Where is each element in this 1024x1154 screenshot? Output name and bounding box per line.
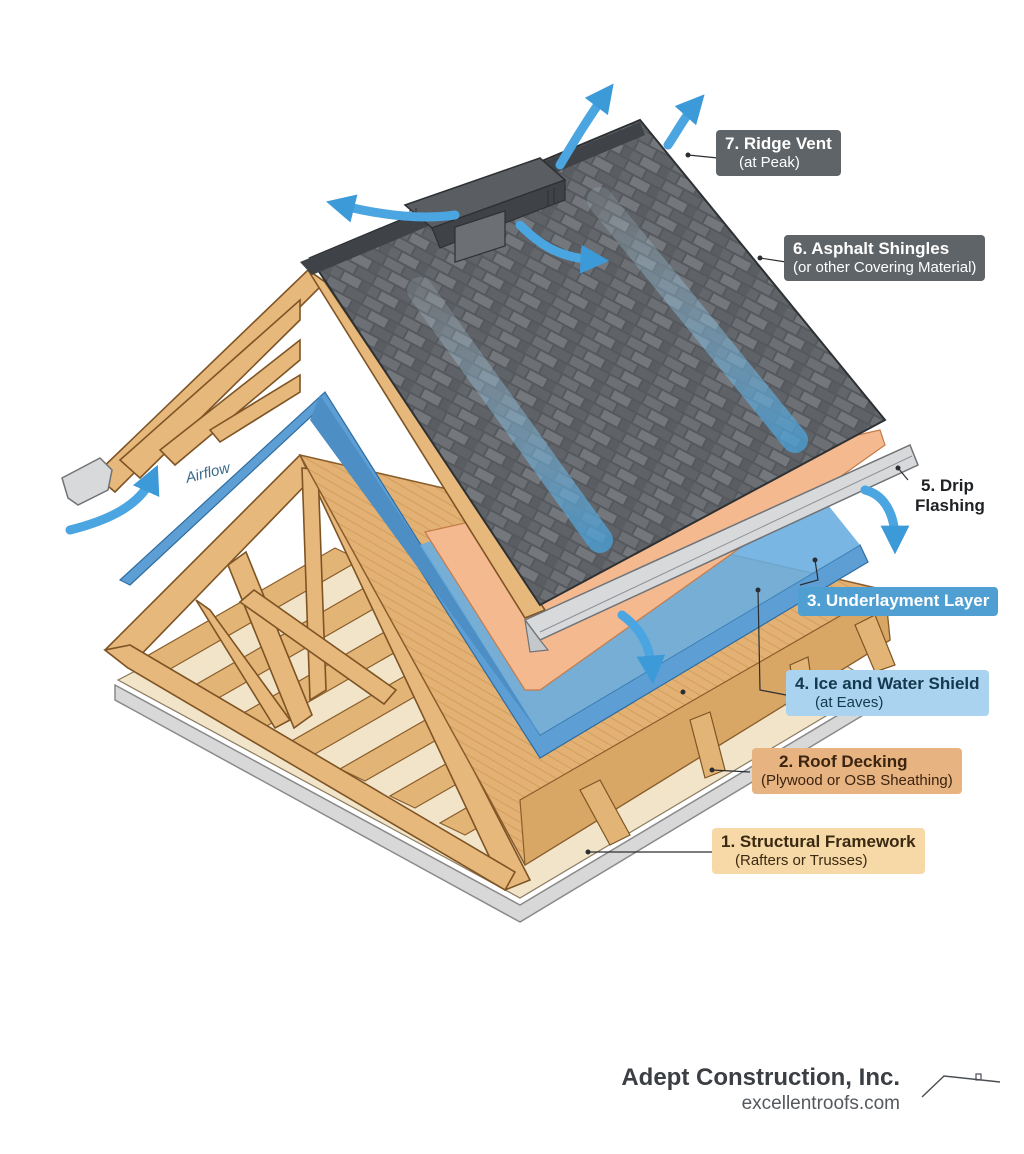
- ridge-vent-icon: [403, 157, 567, 263]
- label-ice-water-title: 4. Ice and Water Shield: [795, 674, 980, 693]
- airflow-arrow-icon: [65, 83, 910, 685]
- label-ice-water-subtitle: (at Eaves): [815, 693, 884, 711]
- label-underlayment: 3. Underlayment Layer: [798, 587, 999, 616]
- brand-name: Adept Construction, Inc.: [621, 1064, 900, 1091]
- label-roof-decking: 2. Roof Decking (Plywood or OSB Sheathin…: [752, 748, 962, 794]
- label-shingles-title: 6. Asphalt Shingles: [793, 239, 950, 258]
- leader-lines: [588, 154, 909, 853]
- brand-url: excellentroofs.com: [741, 1093, 900, 1114]
- label-framework-subtitle: (Rafters or Trusses): [735, 851, 868, 869]
- label-shingles: 6. Asphalt Shingles (or other Covering M…: [784, 235, 986, 281]
- label-ridge-vent-title: 7. Ridge Vent: [725, 134, 832, 153]
- roof-truss: [103, 453, 532, 892]
- gutter-icon: [61, 457, 113, 506]
- label-drip-flashing-title: 5. Drip: [921, 476, 974, 495]
- label-roof-decking-subtitle: (Plywood or OSB Sheathing): [761, 771, 953, 789]
- drip-flashing-gutter: [523, 443, 919, 653]
- label-framework-title: 1. Structural Framework: [721, 832, 916, 851]
- label-ridge-vent-subtitle: (at Peak): [739, 153, 800, 171]
- leader-dots: [585, 152, 901, 855]
- gable-rafters: [93, 268, 547, 619]
- label-underlayment-title: 3. Underlayment Layer: [807, 591, 990, 610]
- label-roof-decking-title: 2. Roof Decking: [779, 752, 908, 771]
- airflow-paths: [407, 187, 808, 553]
- label-ridge-vent: 7. Ridge Vent (at Peak): [716, 130, 841, 176]
- label-drip-flashing-subtitle: Flashing: [915, 495, 985, 515]
- label-structural-framework: 1. Structural Framework (Rafters or Trus…: [712, 828, 925, 874]
- house-logo-icon: [921, 1073, 1001, 1098]
- label-shingles-subtitle: (or other Covering Material): [793, 258, 977, 276]
- brand-block: Adept Construction, Inc. excellentroofs.…: [621, 1064, 900, 1115]
- label-ice-water-shield: 4. Ice and Water Shield (at Eaves): [786, 670, 989, 716]
- label-drip-flashing: 5. Drip Flashing: [906, 472, 994, 520]
